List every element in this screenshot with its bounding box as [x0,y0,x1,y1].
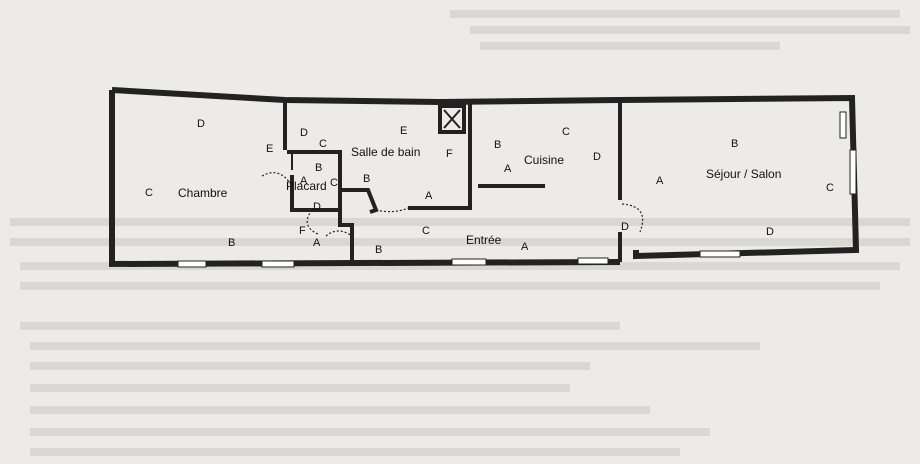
window-sejour-bottom [699,250,741,258]
room-label-chambre: Chambre [178,186,228,200]
wall-label-placard-right: C [330,177,338,189]
wall-label-cuisine-left: B [494,139,501,151]
window-sejour-right [849,149,857,195]
wall-label-placard-top: B [315,162,322,174]
wall-label-cuisine-right: D [593,151,601,163]
wall-label-sejour-right: C [826,182,834,194]
wall-label-entree-left: F [299,225,306,237]
window-sejour-top [839,111,847,139]
door-sejour [621,203,644,233]
wall-label-placard-left: A [300,175,308,187]
room-label-cuisine: Cuisine [524,153,564,167]
wall-label-sejour-bottom: D [766,226,774,238]
door-chambre [261,172,293,187]
wall-labels: D C B E B A C D D C E F B A B C D A F A … [145,118,834,256]
door-entree-small [325,230,353,237]
wall-bath-bottom [408,134,472,210]
wall-label-bath-top-left: D [300,127,308,139]
wall-label-entree-bottom-right: A [521,241,529,253]
wall-label-chambre-top: D [197,118,205,130]
crossed-square-icon [438,104,466,134]
wall-label-cuisine-bottom: A [504,163,512,175]
window-entree-2 [577,257,609,265]
outer-wall-west-section [109,87,621,268]
wall-label-sejour-left: A [656,175,664,187]
wall-label-sejour-top: B [731,138,738,150]
wall-label-entree-left-bottom: A [313,237,321,249]
wall-label-bath-top: E [400,125,407,137]
wall-label-entree-top: C [422,225,430,237]
wall-label-placard-bottom: D [313,201,321,213]
wall-label-chambre-left: C [145,187,153,199]
window-entree [451,258,487,266]
wall-label-bath-right: F [446,148,453,160]
wall-label-sejour-door: D [621,221,629,233]
wall-label-bath-bottom: A [425,190,433,202]
door-bath [375,207,409,213]
wall-label-entree-bottom-left: B [375,244,382,256]
room-label-entree: Entrée [466,233,502,247]
outer-walls [109,87,860,268]
wall-label-bath-bottom-left: B [363,173,370,185]
wall-label-chambre-bottom: B [228,237,235,249]
wall-label-bath-left: C [319,138,327,150]
room-label-sejour: Séjour / Salon [706,167,781,181]
wall-bath-bottom-left [340,188,379,214]
outer-wall-sejour [617,94,860,260]
window-chambre [177,260,207,268]
room-label-placard: Placard [286,179,327,193]
room-labels: Chambre Placard Salle de bain Cuisine En… [178,145,781,247]
room-label-salle-de-bain: Salle de bain [351,145,420,159]
wall-label-cuisine-top: C [562,126,570,138]
window-chambre-2 [261,260,295,268]
wall-entree-left [338,210,354,260]
door-swings [261,172,644,237]
interior-walls [283,100,545,260]
wall-label-chambre-right: E [266,143,273,155]
door-placard [306,209,319,235]
windows [177,111,857,268]
